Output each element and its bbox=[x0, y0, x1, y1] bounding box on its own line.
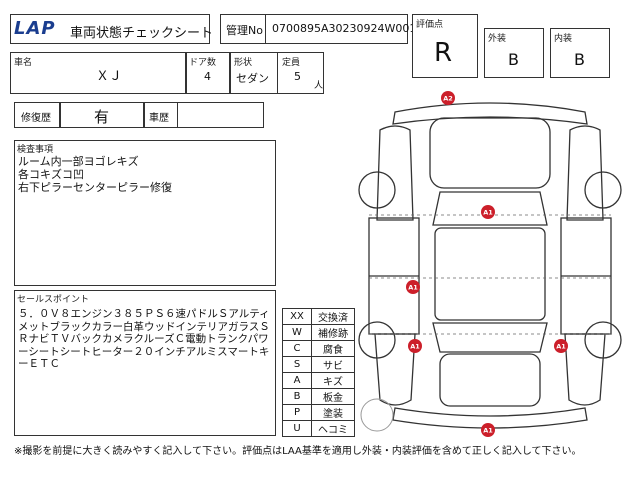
legend-desc: 板金 bbox=[311, 388, 355, 405]
mgmt-label-cell bbox=[220, 14, 266, 44]
mgmt-number: 0700895A30230924W001 bbox=[272, 22, 417, 35]
damage-mark: A2 bbox=[441, 91, 455, 105]
shape-cell bbox=[230, 52, 278, 94]
doors-value: 4 bbox=[204, 70, 211, 83]
car-front-fender-right bbox=[566, 125, 604, 221]
overall-grade-box bbox=[412, 14, 478, 78]
damage-mark-label: A1 bbox=[556, 343, 566, 351]
shape-label: 形状 bbox=[234, 58, 253, 68]
damage-mark: A1 bbox=[481, 205, 495, 219]
damage-mark-label: A1 bbox=[483, 209, 493, 217]
legend-desc: キズ bbox=[311, 372, 355, 389]
car-wheel-rear-left bbox=[358, 321, 396, 359]
header-logo-box bbox=[10, 14, 210, 44]
vehicle-name-cell bbox=[10, 52, 186, 94]
legend-desc: 補修跡 bbox=[311, 324, 355, 341]
page-title: 車両状態チェックシート bbox=[70, 26, 214, 41]
exterior-grade-box bbox=[484, 28, 544, 78]
car-rear-window bbox=[432, 322, 548, 353]
legend-desc: 交換済 bbox=[311, 308, 355, 325]
interior-grade-value: B bbox=[574, 50, 585, 69]
vehicle-name-label: 車名 bbox=[14, 58, 33, 68]
inspection-box bbox=[14, 140, 276, 286]
damage-mark-label: A2 bbox=[443, 95, 453, 103]
legend-desc: ヘコミ bbox=[311, 420, 355, 437]
logo: LAP bbox=[14, 18, 56, 39]
damage-mark: A1 bbox=[406, 280, 420, 294]
damage-mark-label: A1 bbox=[483, 427, 493, 435]
legend-code: W bbox=[282, 324, 312, 341]
overall-grade-label: 評価点 bbox=[416, 20, 444, 30]
car-rear-fender-right bbox=[564, 333, 606, 406]
car-wheel-rear-right bbox=[584, 321, 622, 359]
car-front-bumper bbox=[392, 102, 588, 125]
sales-points-box bbox=[14, 290, 276, 436]
legend-code: C bbox=[282, 340, 312, 357]
repair-history-value: 有 bbox=[94, 108, 110, 126]
car-rear-fender-left bbox=[374, 333, 416, 406]
repair-history-label: 修復歴 bbox=[21, 113, 51, 124]
car-wheel-front-right bbox=[584, 171, 622, 209]
car-front-fender-left bbox=[376, 125, 414, 221]
damage-mark-label: A1 bbox=[408, 284, 418, 292]
inspection-label: 検査事項 bbox=[17, 145, 54, 155]
car-rear-bumper bbox=[392, 407, 588, 429]
frame-label: 車歴 bbox=[149, 113, 169, 124]
damage-mark: A1 bbox=[554, 339, 568, 353]
sales-points-text: ５．０Ｖ８エンジン３８５ＰＳ６速パドルＳアルティメットブラックカラー白革ウッドイ… bbox=[18, 308, 270, 370]
doors-label: ドア数 bbox=[189, 58, 217, 68]
capacity-value: 5 bbox=[294, 70, 301, 83]
mgmt-label: 管理No bbox=[226, 24, 263, 37]
car-spare-tire bbox=[360, 398, 394, 432]
exterior-grade-label: 外装 bbox=[488, 34, 507, 44]
inspection-text: ルーム内一部ヨゴレキズ 各コキズコ凹 右下ピラーセンターピラー修復 bbox=[18, 155, 172, 194]
shape-value: セダン bbox=[236, 72, 269, 85]
damage-mark-label: A1 bbox=[410, 343, 420, 351]
legend-desc: 塗装 bbox=[311, 404, 355, 421]
capacity-label: 定員 bbox=[282, 58, 301, 68]
frame-label-cell bbox=[144, 102, 178, 128]
damage-mark: A1 bbox=[408, 339, 422, 353]
legend-desc: サビ bbox=[311, 356, 355, 373]
repair-history-value-cell bbox=[60, 102, 144, 128]
legend-code: S bbox=[282, 356, 312, 373]
car-trunk bbox=[439, 353, 541, 407]
repair-history-label-cell bbox=[14, 102, 60, 128]
capacity-unit: 人 bbox=[314, 81, 324, 91]
legend-code: P bbox=[282, 404, 312, 421]
interior-grade-box bbox=[550, 28, 610, 78]
damage-mark: A1 bbox=[481, 423, 495, 437]
overall-grade-value: R bbox=[434, 38, 453, 68]
legend-code: A bbox=[282, 372, 312, 389]
legend-desc: 腐食 bbox=[311, 340, 355, 357]
footer-note: ※撮影を前提に大きく読みやすく記入して下さい。評価点はLAA基準を適用し外装・内… bbox=[14, 446, 582, 457]
interior-grade-label: 内装 bbox=[554, 34, 573, 44]
legend-code: XX bbox=[282, 308, 312, 325]
legend-code: U bbox=[282, 420, 312, 437]
legend-code: B bbox=[282, 388, 312, 405]
exterior-grade-value: B bbox=[508, 50, 519, 69]
car-roof bbox=[434, 227, 546, 321]
car-wheel-front-left bbox=[358, 171, 396, 209]
car-hood bbox=[429, 117, 551, 189]
vehicle-name-value: ＸＪ bbox=[96, 69, 123, 84]
car-windshield bbox=[432, 191, 548, 226]
sales-points-label: セールスポイント bbox=[17, 295, 90, 305]
doors-cell bbox=[186, 52, 230, 94]
